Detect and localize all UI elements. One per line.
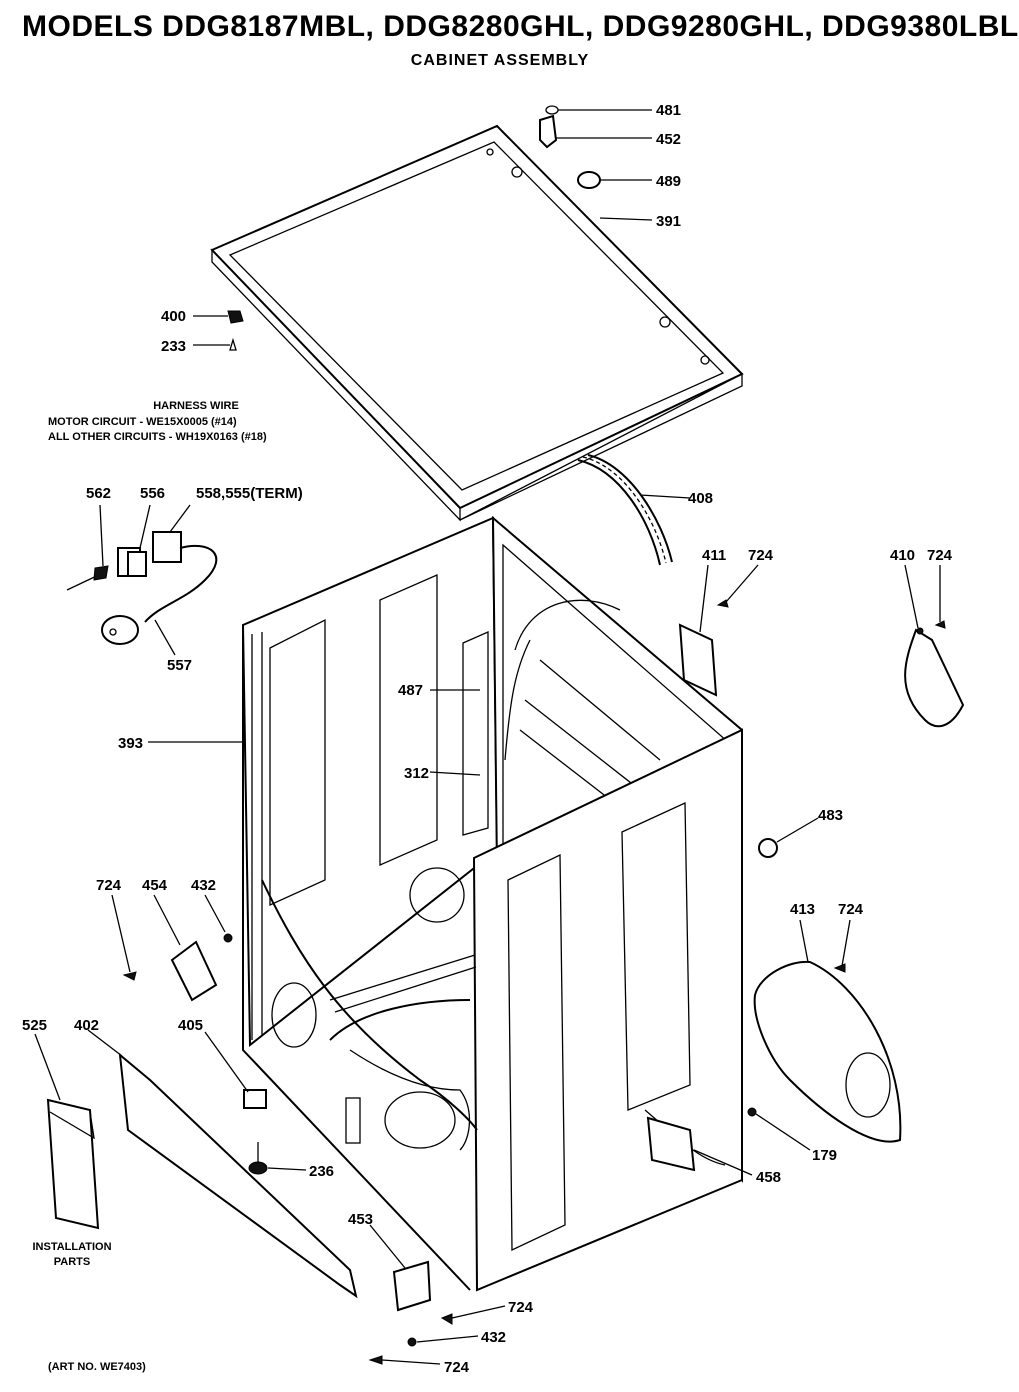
- part-452: [539, 114, 652, 149]
- label-233: 233: [161, 338, 186, 355]
- label-481: 481: [656, 102, 681, 119]
- label-402: 402: [74, 1017, 99, 1034]
- label-411: 411: [702, 547, 726, 564]
- part-724c: [111, 894, 137, 981]
- label-557: 557: [167, 657, 192, 674]
- part-labels: 481 452 489 391 400 233 408 562 556 558,…: [22, 102, 953, 1376]
- cabinet: [241, 515, 743, 1292]
- label-724a: 724: [748, 547, 774, 564]
- part-411: [678, 564, 718, 697]
- installation-label: INSTALLATION PARTS: [32, 1241, 111, 1268]
- part-405: [204, 1031, 267, 1109]
- part-724e: [440, 1305, 506, 1325]
- part-400: [193, 310, 244, 324]
- part-179: [747, 1107, 811, 1151]
- part-432a: [204, 894, 233, 943]
- label-413: 413: [790, 901, 815, 918]
- svg-text:MOTOR CIRCUIT - WE15X0005 (#14: MOTOR CIRCUIT - WE15X0005 (#14): [48, 416, 237, 428]
- label-179: 179: [812, 1147, 837, 1164]
- part-236: [248, 1142, 307, 1175]
- part-724f: [368, 1355, 441, 1365]
- part-481: [545, 105, 652, 115]
- svg-text:HARNESS WIRE: HARNESS WIRE: [153, 400, 239, 412]
- top-panel: [210, 124, 744, 522]
- label-408: 408: [688, 490, 713, 507]
- label-452: 452: [656, 131, 681, 148]
- part-525-installation: [34, 1033, 100, 1230]
- label-724e: 724: [508, 1299, 534, 1316]
- svg-text:INSTALLATION: INSTALLATION: [32, 1241, 111, 1253]
- label-391: 391: [656, 213, 681, 230]
- label-724c: 724: [96, 877, 122, 894]
- label-525: 525: [22, 1017, 47, 1034]
- label-562: 562: [86, 485, 111, 502]
- label-487: 487: [398, 682, 423, 699]
- label-400: 400: [161, 308, 186, 325]
- power-cord-parts: [66, 504, 218, 656]
- page-subtitle: CABINET ASSEMBLY: [410, 52, 590, 69]
- part-458: [646, 1116, 753, 1176]
- part-413: [753, 919, 902, 1143]
- part-454: [153, 894, 218, 1002]
- label-458: 458: [756, 1169, 781, 1186]
- label-556: 556: [140, 485, 165, 502]
- label-724f: 724: [444, 1359, 470, 1376]
- part-724a: [716, 564, 759, 608]
- label-432a: 432: [191, 877, 216, 894]
- part-410: [904, 564, 965, 728]
- label-454: 454: [142, 877, 168, 894]
- harness-note: HARNESS WIRE MOTOR CIRCUIT - WE15X0005 (…: [48, 400, 267, 443]
- art-number: (ART NO. WE7403): [48, 1361, 146, 1373]
- label-405: 405: [178, 1017, 203, 1034]
- label-236: 236: [309, 1163, 334, 1180]
- part-408-harness: [577, 454, 691, 566]
- part-489: [577, 171, 652, 189]
- svg-text:ALL OTHER CIRCUITS - WH19X0163: ALL OTHER CIRCUITS - WH19X0163 (#18): [48, 431, 267, 443]
- part-402-toe-panel: [87, 1029, 358, 1299]
- page-title: MODELS DDG8187MBL, DDG8280GHL, DDG9280GH…: [22, 10, 1019, 43]
- part-453: [369, 1224, 432, 1312]
- label-489: 489: [656, 173, 681, 190]
- part-432b: [407, 1335, 479, 1347]
- label-453: 453: [348, 1211, 373, 1228]
- label-558: 558,555(TERM): [196, 485, 303, 502]
- part-483: [758, 817, 819, 858]
- label-724b: 724: [927, 547, 953, 564]
- label-312: 312: [404, 765, 429, 782]
- svg-text:PARTS: PARTS: [54, 1256, 90, 1268]
- label-393: 393: [118, 735, 143, 752]
- label-483: 483: [818, 807, 843, 824]
- label-724d: 724: [838, 901, 864, 918]
- label-410: 410: [890, 547, 915, 564]
- label-432b: 432: [481, 1329, 506, 1346]
- part-233: [193, 337, 237, 351]
